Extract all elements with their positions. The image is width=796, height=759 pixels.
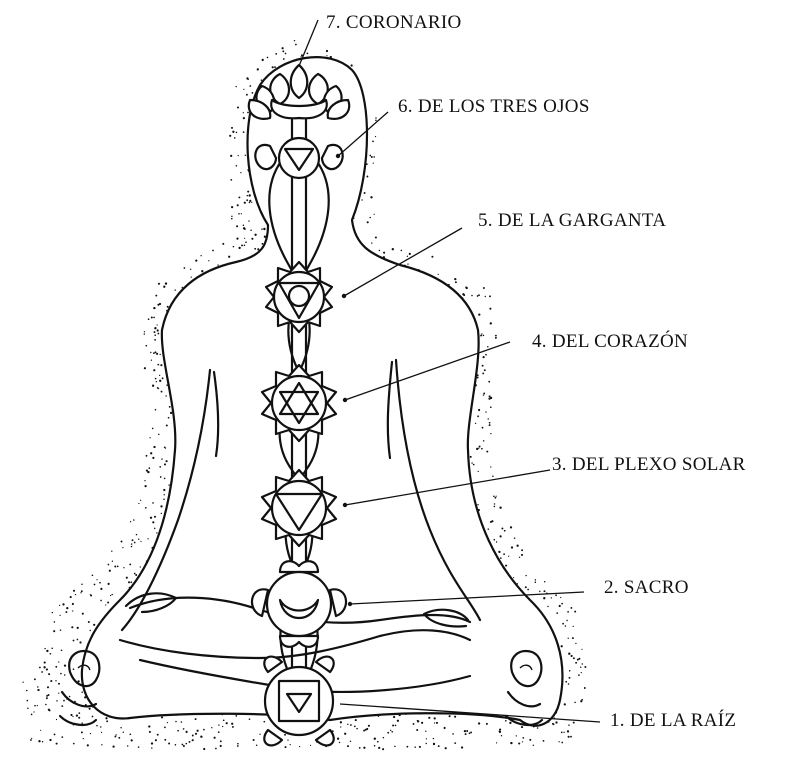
label-third-eye: 6. DE LOS TRES OJOS bbox=[398, 96, 590, 117]
label-heart: 4. DEL CORAZÓN bbox=[532, 330, 688, 352]
label-root: 1. DE LA RAÍZ bbox=[610, 709, 736, 731]
label-throat: 5. DE LA GARGANTA bbox=[478, 210, 666, 231]
label-sacral: 2. SACRO bbox=[604, 577, 689, 598]
label-solar-plexus: 3. DEL PLEXO SOLAR bbox=[552, 454, 746, 475]
label-crown: 7. CORONARIO bbox=[326, 12, 462, 33]
